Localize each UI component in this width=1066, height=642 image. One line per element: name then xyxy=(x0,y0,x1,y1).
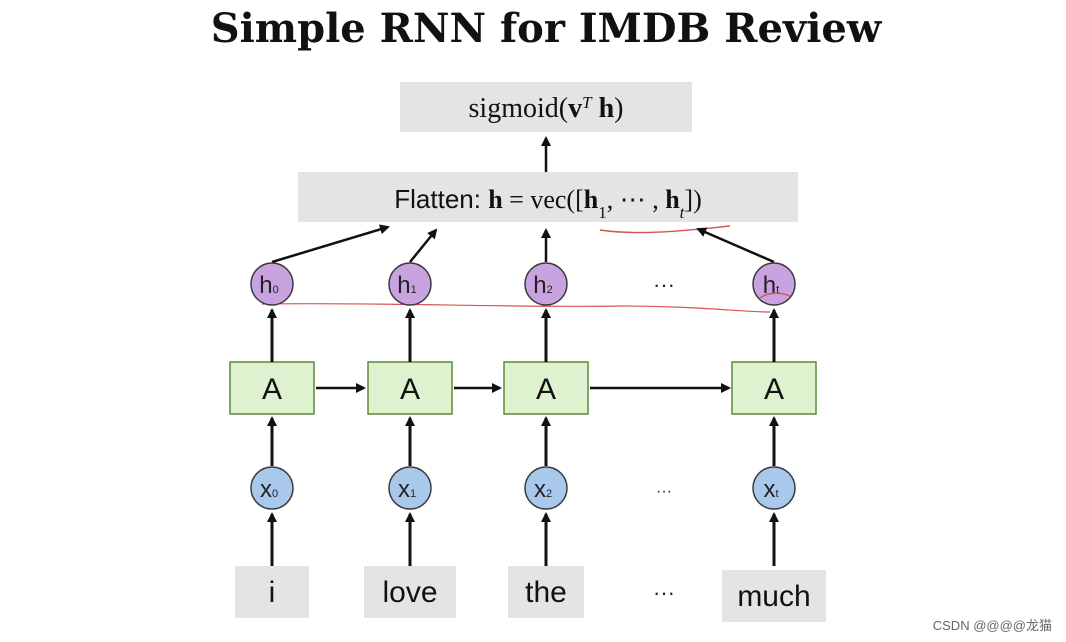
rnn-cell-a xyxy=(367,361,453,415)
rnn-cell-a xyxy=(229,361,315,415)
word-box xyxy=(508,566,584,618)
h0-to-flatten-arrow xyxy=(271,224,390,264)
x-node xyxy=(250,466,294,510)
h-node-sub: 2 xyxy=(547,284,553,296)
x-node xyxy=(524,466,568,510)
h-node-main: h xyxy=(763,272,776,299)
rnn-cell-label: A xyxy=(536,373,556,406)
word-label: the xyxy=(525,576,567,609)
h-node-label: h0 xyxy=(259,272,278,299)
x-node-label: x0 xyxy=(260,476,278,503)
annotation-line-h xyxy=(261,302,771,313)
annotation-underline-flatten xyxy=(599,225,731,234)
h-node-main: h xyxy=(533,272,546,299)
x-node xyxy=(388,466,432,510)
h-node xyxy=(524,262,568,306)
rnn-cell-a xyxy=(503,361,589,415)
x-node-main: x xyxy=(260,476,272,503)
x-node-sub: 1 xyxy=(410,488,416,500)
flatten-formula: Flatten: h = vec([h1, ⋯ , ht]) xyxy=(394,184,701,222)
rnn-cell-label: A xyxy=(400,373,420,406)
x-node-label: xt xyxy=(763,476,778,503)
h-node-label: h2 xyxy=(533,272,552,299)
x-node-label: x2 xyxy=(534,476,552,503)
annotation-mark-ht xyxy=(759,292,791,299)
h-node-main: h xyxy=(259,272,272,299)
ellipsis-h: ··· xyxy=(653,272,675,297)
h-node-main: h xyxy=(397,272,410,299)
h-node xyxy=(388,262,432,306)
diagram-title: Simple RNN for IMDB Review xyxy=(211,5,883,52)
output-box xyxy=(400,82,692,132)
x-node-sub: 2 xyxy=(546,488,552,500)
word-label: much xyxy=(737,580,810,613)
ht-to-flatten-arrow xyxy=(696,227,775,264)
x-node-label: x1 xyxy=(398,476,416,503)
word-label: love xyxy=(382,576,437,609)
h1-to-flatten-arrow xyxy=(409,228,438,263)
h-node-sub: t xyxy=(776,284,779,296)
h-node-sub: 0 xyxy=(273,284,279,296)
word-label: i xyxy=(269,576,276,609)
h-node-label: ht xyxy=(763,272,779,299)
x-node-main: x xyxy=(398,476,410,503)
watermark: CSDN @@@@龙猫 xyxy=(932,618,1052,633)
x-node-sub: 0 xyxy=(272,488,278,500)
word-box xyxy=(235,566,309,618)
h-node-sub: 1 xyxy=(411,284,417,296)
x-node-sub: t xyxy=(775,488,778,500)
x-node-main: x xyxy=(534,476,546,503)
word-box xyxy=(722,570,826,622)
rnn-cell-label: A xyxy=(764,373,784,406)
h-node xyxy=(250,262,294,306)
rnn-cell-label: A xyxy=(262,373,282,406)
h-node-label: h1 xyxy=(397,272,416,299)
output-formula: sigmoid(vT h) xyxy=(469,93,624,125)
ellipsis-x: ··· xyxy=(656,483,672,500)
x-node xyxy=(752,466,796,510)
ellipsis-word: ··· xyxy=(653,580,675,605)
word-box xyxy=(364,566,456,618)
x-node-main: x xyxy=(763,476,775,503)
flatten-box xyxy=(298,172,798,222)
